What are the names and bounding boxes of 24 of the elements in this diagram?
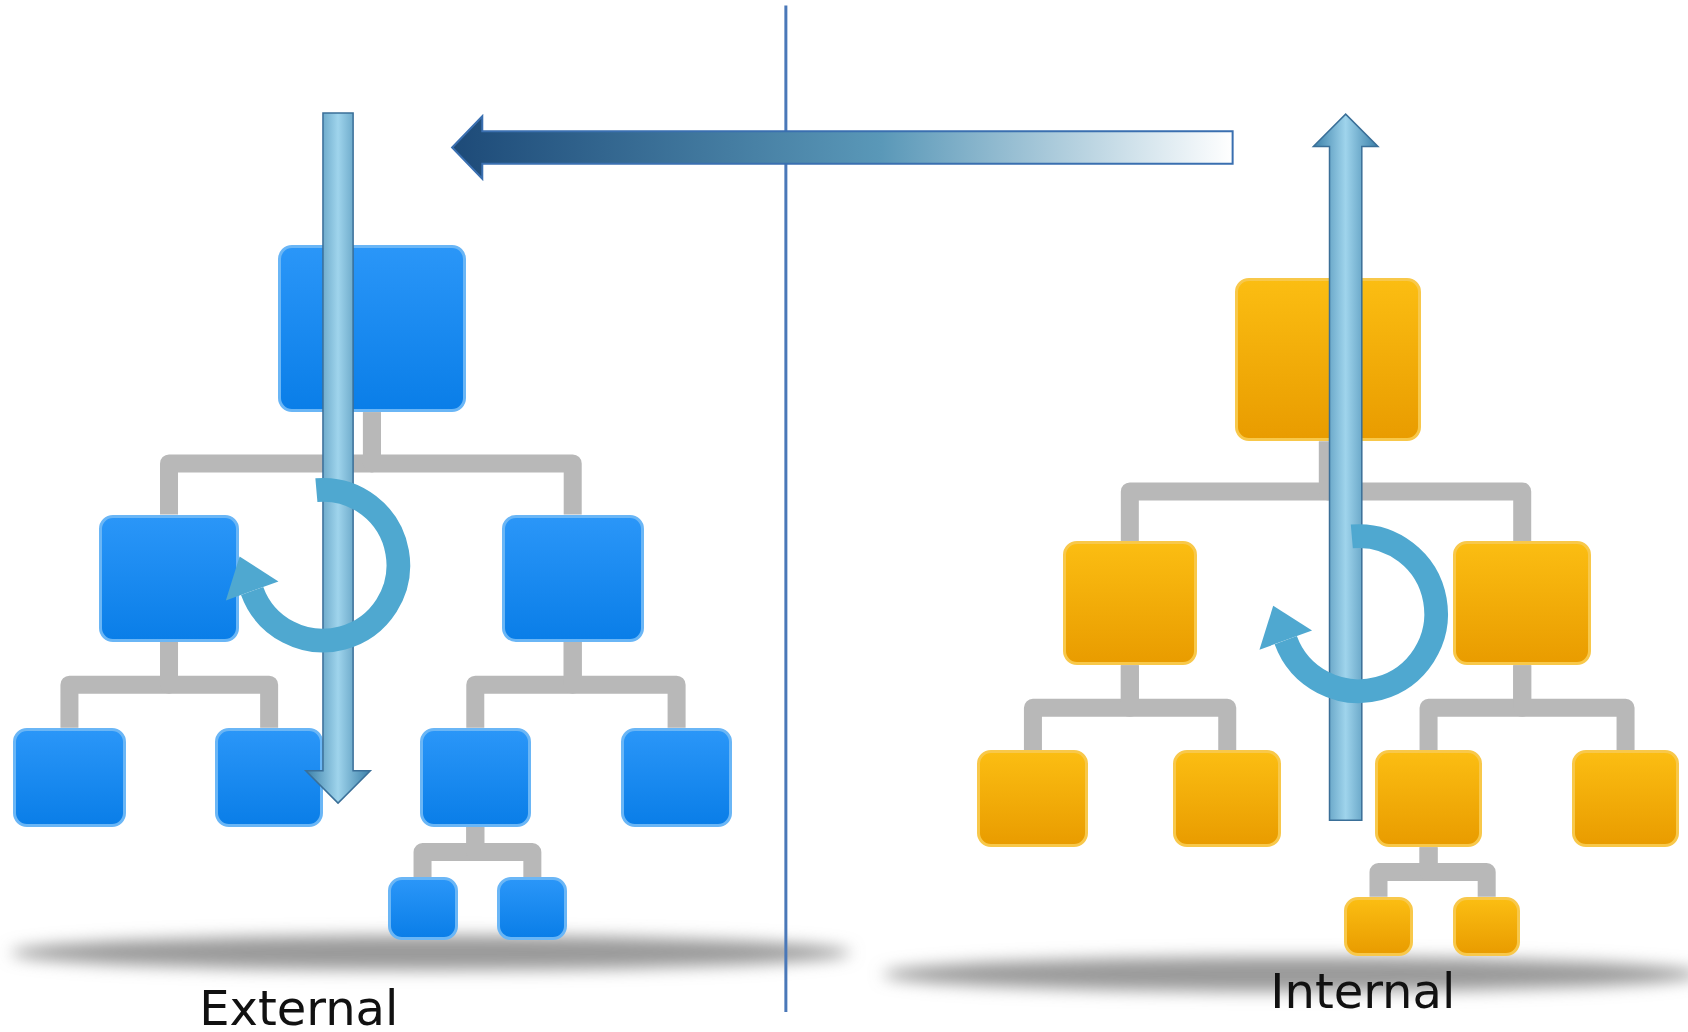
connector-line <box>1419 847 1496 897</box>
org-chart-box <box>387 877 458 940</box>
org-chart-box <box>497 877 568 940</box>
org-chart-box <box>419 727 531 827</box>
org-chart-box <box>99 514 239 642</box>
connector-line <box>1513 665 1635 751</box>
org-chart-box <box>621 727 733 827</box>
connector-line <box>466 826 542 878</box>
org-chart-box <box>1453 896 1521 956</box>
org-chart-box <box>1374 750 1483 848</box>
org-chart-box <box>1173 750 1282 848</box>
connector-line <box>1120 665 1237 751</box>
org-chart-box <box>215 727 323 827</box>
org-chart-box <box>1453 541 1592 666</box>
tree-label: External <box>199 979 399 1032</box>
connector-line <box>1318 441 1532 542</box>
org-chart-box <box>1343 896 1414 956</box>
org-chart-box <box>1571 750 1680 848</box>
org-chart-box <box>977 750 1089 848</box>
org-chart-box <box>1062 541 1198 666</box>
org-chart-box <box>501 514 644 642</box>
connector-line <box>563 641 686 728</box>
tree-label: Internal <box>1270 963 1456 1020</box>
org-chart-box <box>12 727 126 827</box>
